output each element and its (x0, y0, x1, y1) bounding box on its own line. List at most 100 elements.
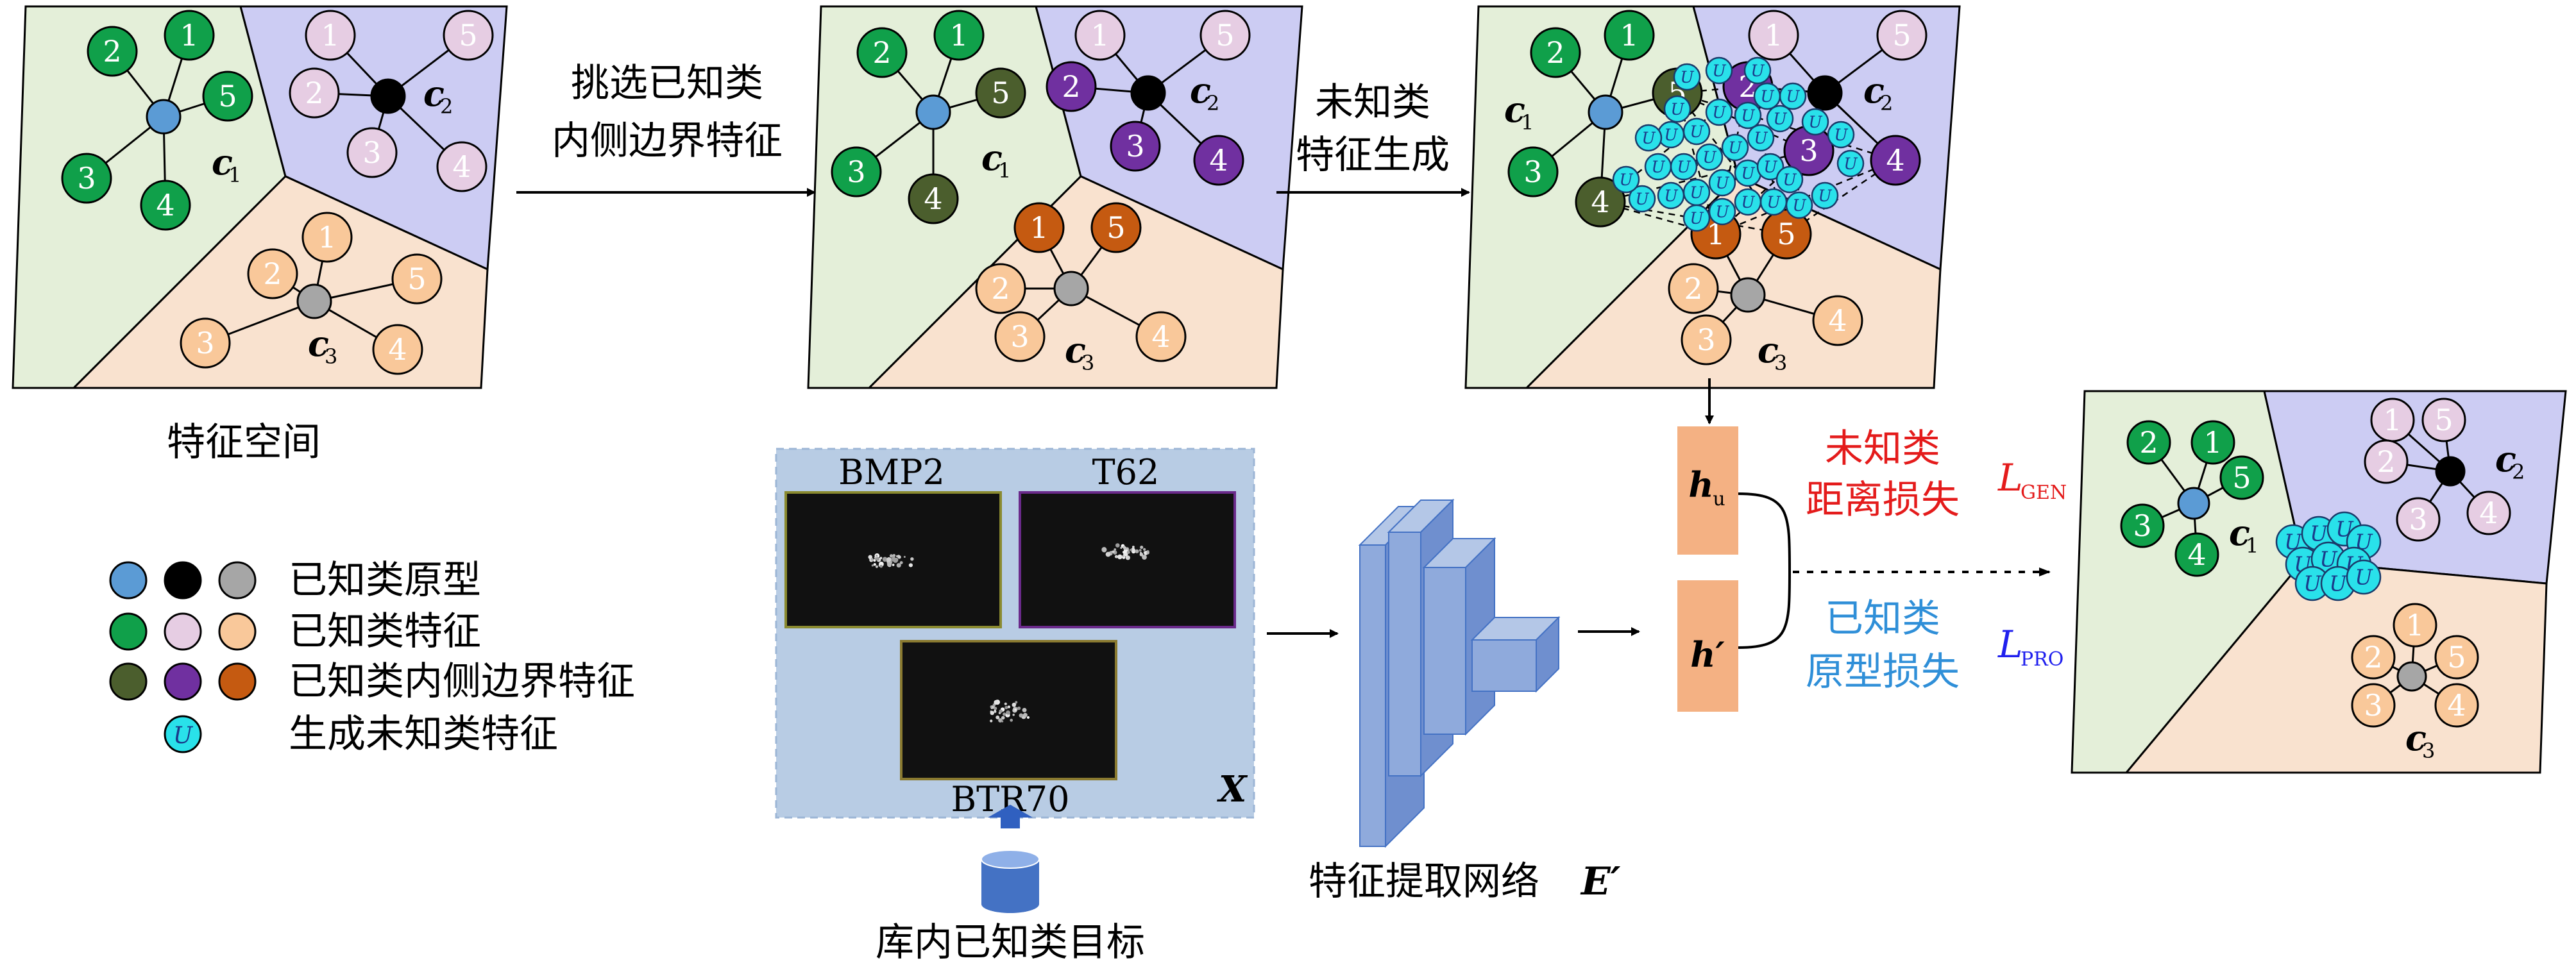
p2-c1-node-4-number: 4 (924, 181, 942, 216)
p3-unknown-feature-25-symbol: U (1767, 193, 1781, 212)
p3-unknown-feature-28 (1682, 204, 1711, 232)
result-c2-node-2-number: 2 (2377, 444, 2395, 479)
p1-proto-2 (370, 78, 406, 114)
result-c1-node-5 (2219, 455, 2264, 500)
p3-proto-1-label-subscript: 1 (1521, 110, 1534, 135)
legend-feat2-swatch (164, 612, 202, 651)
p3-unknown-feature-27-symbol: U (1715, 203, 1729, 221)
legend-bound2-swatch (164, 662, 202, 701)
p1-c2-node-1 (305, 10, 356, 61)
result-c2-node-3 (2396, 497, 2441, 542)
result-c1-node-4-number: 4 (2187, 537, 2206, 572)
p3-proto-1-label: c (1504, 89, 1525, 130)
result-c1-node-5-number: 5 (2232, 460, 2251, 495)
p2-proto-3 (1053, 271, 1089, 306)
p1-c3-node-2-number: 2 (263, 256, 282, 291)
p3-c1-node-1 (1604, 10, 1655, 61)
p1-c2-node-1-number: 1 (321, 18, 339, 53)
p3-c1-node-4-number: 4 (1591, 185, 1609, 219)
p3-c1-node-3-number: 3 (1523, 155, 1542, 189)
p1-proto-2-label: c (423, 73, 445, 114)
p3-unknown-feature-9-symbol: U (1702, 148, 1716, 167)
p2-c2-node-1 (1074, 10, 1126, 61)
p1-c2-node-3 (346, 127, 398, 178)
p2-c1-node-4 (908, 173, 959, 224)
p2-c2-node-5-number: 5 (1216, 18, 1234, 53)
p2-c3-node-3-number: 3 (1010, 319, 1029, 354)
p3-unknown-feature-27 (1708, 197, 1736, 226)
p2-proto-2-label: c (1190, 70, 1211, 111)
unknown-loss-label-1: 未知类 (1825, 426, 1940, 471)
result-c3-node-1-number: 1 (2405, 608, 2424, 642)
result-proto-1-label: c (2229, 512, 2250, 553)
p3-c3-node-2 (1668, 263, 1719, 314)
p3-unknown-feature-17-symbol: U (1690, 183, 1704, 202)
p3-unknown-feature-18-symbol: U (1715, 174, 1729, 192)
legend-label-prototype: 已知类原型 (289, 558, 481, 603)
loss-pro-symbol: L (1997, 623, 2023, 666)
known-loss-label-1: 已知类 (1825, 596, 1940, 641)
p3-unknown-feature-26 (1734, 188, 1762, 216)
feature-extraction-network (1358, 498, 1561, 848)
result-c3-node-1 (2393, 603, 2437, 648)
legend-proto1-swatch (109, 561, 148, 600)
p1-c3-node-5 (391, 253, 443, 305)
p1-c1-node-1-number: 1 (180, 18, 198, 53)
p1-c1-node-3 (61, 153, 112, 204)
result-panel: 21534c115234c212534c3UUUUUUUUUU (2071, 390, 2567, 774)
p1-c3-node-3 (180, 317, 231, 369)
legend-feat3-swatch (218, 612, 257, 651)
p3-unknown-feature-31 (1663, 95, 1691, 123)
p3-unknown-feature-14 (1743, 56, 1772, 85)
result-unknown-feature-10-symbol: U (2355, 566, 2373, 590)
p2-proto-3-label-subscript: 3 (1081, 351, 1094, 375)
p3-c2-node-4 (1870, 135, 1921, 186)
h-u-box (1677, 426, 1738, 555)
result-unknown-feature-9-symbol: U (2329, 572, 2348, 596)
p2-c1-node-5-number: 5 (991, 76, 1010, 110)
result-proto-1-label-subscript: 1 (2246, 533, 2258, 558)
database-label: 库内已知类目标 (876, 920, 1145, 962)
result-unknown-feature-10 (2346, 559, 2382, 595)
p3-c3-node-4-number: 4 (1828, 303, 1847, 338)
p3-unknown-feature-6-symbol: U (1641, 129, 1656, 147)
input-var-x: X (1217, 768, 1248, 810)
legend-proto3-swatch (218, 561, 257, 600)
p3-c1-node-4 (1575, 176, 1626, 228)
p3-unknown-feature-22-symbol: U (1808, 113, 1822, 131)
p3-unknown-feature-19-symbol: U (1741, 164, 1755, 183)
result-c1-node-3 (2120, 503, 2165, 548)
p2-proto-1-label-subscript: 1 (998, 158, 1011, 183)
p3-c2-node-1 (1748, 10, 1799, 61)
result-proto-3-label: c (2405, 717, 2427, 759)
known-loss-label-2: 原型损失 (1806, 650, 1960, 694)
p2-c2-node-5 (1199, 10, 1251, 61)
p2-c3-node-3 (994, 311, 1046, 362)
result-proto-3 (2396, 661, 2427, 692)
p2-c1-node-2 (856, 27, 908, 78)
input-panel: BMP2 T62 BTR70 X (775, 448, 1255, 819)
p2-c2-node-4 (1193, 135, 1244, 186)
p3-unknown-feature-12-symbol: U (1773, 110, 1787, 128)
result-c1-node-3-number: 3 (2133, 508, 2151, 543)
p1-c2-node-5 (443, 10, 494, 61)
p3-unknown-feature-22 (1801, 108, 1829, 136)
result-c2-node-5-number: 5 (2434, 403, 2453, 437)
feature-space-label: 特征空间 (167, 420, 321, 465)
p3-unknown-feature-2 (1734, 101, 1762, 130)
network-label: 特征提取网络 (1309, 859, 1539, 904)
p3-unknown-feature-21 (1775, 165, 1804, 194)
result-c3-node-4 (2434, 683, 2479, 728)
legend-label-unknown: 生成未知类特征 (289, 712, 558, 757)
p1-proto-1 (146, 99, 182, 135)
p3-proto-1 (1588, 94, 1623, 130)
p2-c1-node-1 (933, 10, 985, 61)
result-c2-node-1-number: 1 (2383, 403, 2402, 437)
p1-c1-node-3-number: 3 (77, 161, 96, 196)
generate-step-label-1: 未知类 (1315, 80, 1430, 125)
legend-unknown-symbol: U (173, 723, 194, 749)
result-c3-node-4-number: 4 (2447, 688, 2466, 723)
